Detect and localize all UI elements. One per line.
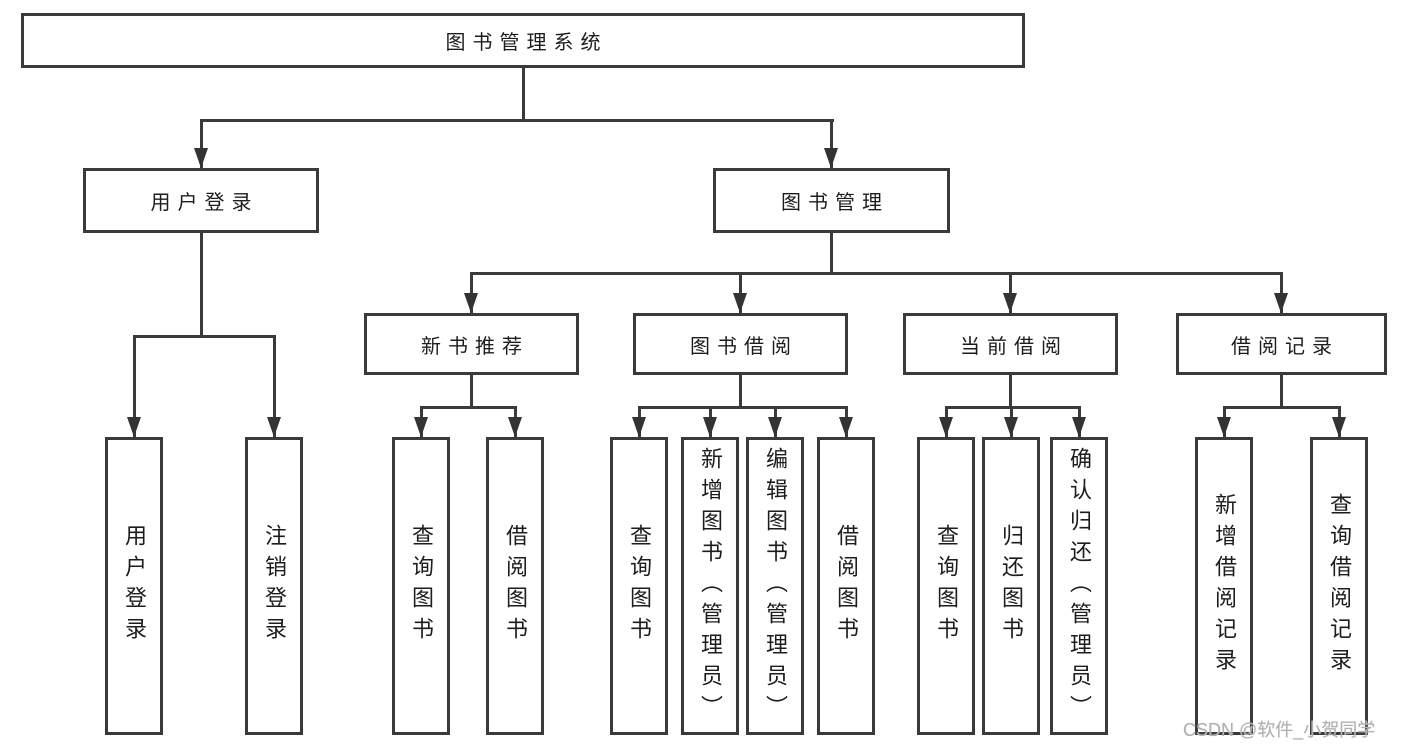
node-label: 注销登录 (262, 524, 287, 648)
arrowhead-down-icon (824, 148, 838, 168)
connector-line (470, 375, 473, 408)
node-label: 借阅记录 (1231, 335, 1339, 358)
leaf-logout: 注销登录 (245, 437, 303, 735)
node-library-management-system: 图书管理系统 (21, 13, 1025, 68)
connector-line (830, 119, 833, 168)
leaf-borrow-books-recommend: 借阅图书 (486, 437, 544, 735)
leaf-return-books: 归还图书 (982, 437, 1040, 735)
arrowhead-down-icon (1004, 417, 1018, 437)
arrowhead-down-icon (1072, 417, 1086, 437)
leaf-borrow-books: 借阅图书 (817, 437, 875, 735)
node-label: 编辑图书（管理员） (763, 446, 788, 726)
connector-line (1222, 406, 1341, 409)
node-label: 查询借阅记录 (1327, 493, 1352, 679)
node-label: 用户登录 (150, 192, 259, 214)
arrowhead-down-icon (1217, 417, 1231, 437)
node-current-borrowing: 当前借阅 (903, 313, 1118, 375)
connector-line (521, 68, 525, 119)
arrowhead-down-icon (127, 417, 141, 437)
node-book-management: 图书管理 (713, 168, 950, 233)
leaf-query-books-recommend: 查询图书 (392, 437, 450, 735)
leaf-query-books-borrowing: 查询图书 (610, 437, 668, 735)
node-label: 新增图书（管理员） (698, 446, 723, 726)
node-label: 图书管理 (781, 192, 889, 214)
connector-line (1009, 375, 1012, 408)
connector-line (830, 233, 833, 275)
watermark-text: CSDN @软件_小贺同学 (1183, 720, 1376, 740)
connector-line (1009, 272, 1012, 313)
connector-line (199, 119, 203, 168)
arrowhead-down-icon (939, 417, 953, 437)
arrowhead-down-icon (194, 148, 208, 168)
node-label: 当前借阅 (960, 335, 1068, 358)
node-label: 新增借阅记录 (1212, 493, 1237, 679)
connector-line (199, 119, 834, 122)
arrowhead-down-icon (1274, 293, 1288, 313)
arrowhead-down-icon (464, 293, 478, 313)
node-label: 借阅图书 (834, 524, 859, 648)
arrowhead-down-icon (267, 417, 281, 437)
connector-line (132, 335, 136, 437)
node-label: 查询图书 (934, 524, 959, 648)
node-label: 新书推荐 (421, 335, 529, 358)
arrowhead-down-icon (733, 293, 747, 313)
arrowhead-down-icon (508, 417, 522, 437)
node-label: 图书借阅 (690, 335, 798, 358)
connector-line (739, 375, 742, 408)
leaf-query-books-current: 查询图书 (917, 437, 975, 735)
arrowhead-down-icon (632, 417, 646, 437)
arrowhead-down-icon (414, 417, 428, 437)
node-book-borrowing: 图书借阅 (633, 313, 848, 375)
connector-line (637, 406, 848, 409)
leaf-query-borrow-record: 查询借阅记录 (1310, 437, 1368, 735)
connector-line (1280, 375, 1283, 408)
node-new-book-recommendation: 新书推荐 (364, 313, 579, 375)
arrowhead-down-icon (703, 417, 717, 437)
connector-line (739, 272, 742, 313)
node-label: 确认归还（管理员） (1067, 446, 1092, 726)
connector-line (470, 272, 1283, 275)
connector-line (470, 272, 473, 313)
node-label: 借阅图书 (503, 524, 528, 648)
connector-line (272, 335, 276, 437)
node-label: 归还图书 (999, 524, 1024, 648)
leaf-confirm-return-admin: 确认归还（管理员） (1050, 437, 1108, 735)
connector-line (199, 233, 203, 335)
connector-line (944, 406, 1081, 409)
leaf-add-book-admin: 新增图书（管理员） (681, 437, 739, 735)
leaf-edit-book-admin: 编辑图书（管理员） (746, 437, 804, 735)
connector-line (419, 406, 517, 409)
arrowhead-down-icon (839, 417, 853, 437)
leaf-user-login: 用户登录 (105, 437, 163, 735)
node-label: 用户登录 (122, 524, 147, 648)
node-label: 图书管理系统 (445, 32, 608, 54)
arrowhead-down-icon (1003, 293, 1017, 313)
arrowhead-down-icon (1332, 417, 1346, 437)
connector-line (1280, 272, 1283, 313)
node-user-login-branch: 用户登录 (83, 168, 319, 233)
connector-line (132, 335, 276, 338)
node-borrowing-records: 借阅记录 (1176, 313, 1387, 375)
node-label: 查询图书 (409, 524, 434, 648)
node-label: 查询图书 (627, 524, 652, 648)
arrowhead-down-icon (768, 417, 782, 437)
leaf-add-borrow-record: 新增借阅记录 (1195, 437, 1253, 735)
